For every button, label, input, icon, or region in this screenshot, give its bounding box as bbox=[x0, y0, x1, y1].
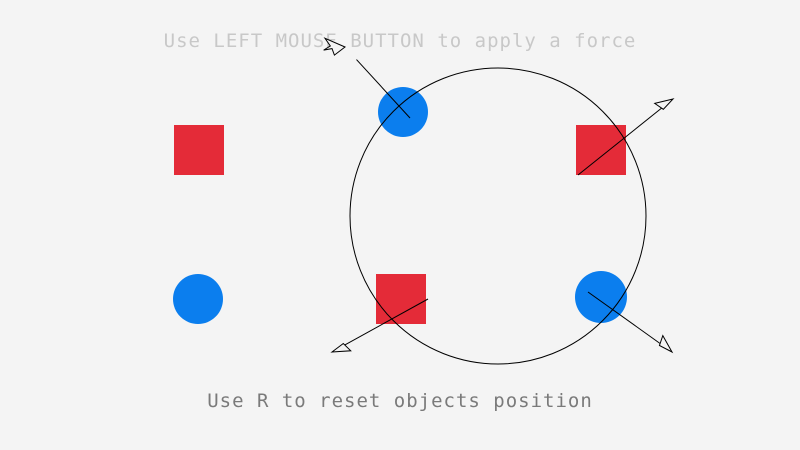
square-free-left[interactable] bbox=[174, 125, 224, 175]
arrowhead-icon bbox=[658, 334, 674, 354]
circle-bottom-right[interactable] bbox=[575, 271, 627, 323]
hint-text-apply-force: Use LEFT MOUSE BUTTON to apply a force bbox=[163, 30, 637, 52]
hint-text-reset: Use R to reset objects position bbox=[207, 390, 593, 412]
square-bottom[interactable] bbox=[376, 274, 426, 324]
arrowhead-icon bbox=[330, 342, 352, 353]
circle-free-left[interactable] bbox=[173, 274, 223, 324]
arrowhead-icon bbox=[653, 98, 675, 110]
square-right[interactable] bbox=[576, 125, 626, 175]
circle-top[interactable] bbox=[378, 87, 428, 137]
